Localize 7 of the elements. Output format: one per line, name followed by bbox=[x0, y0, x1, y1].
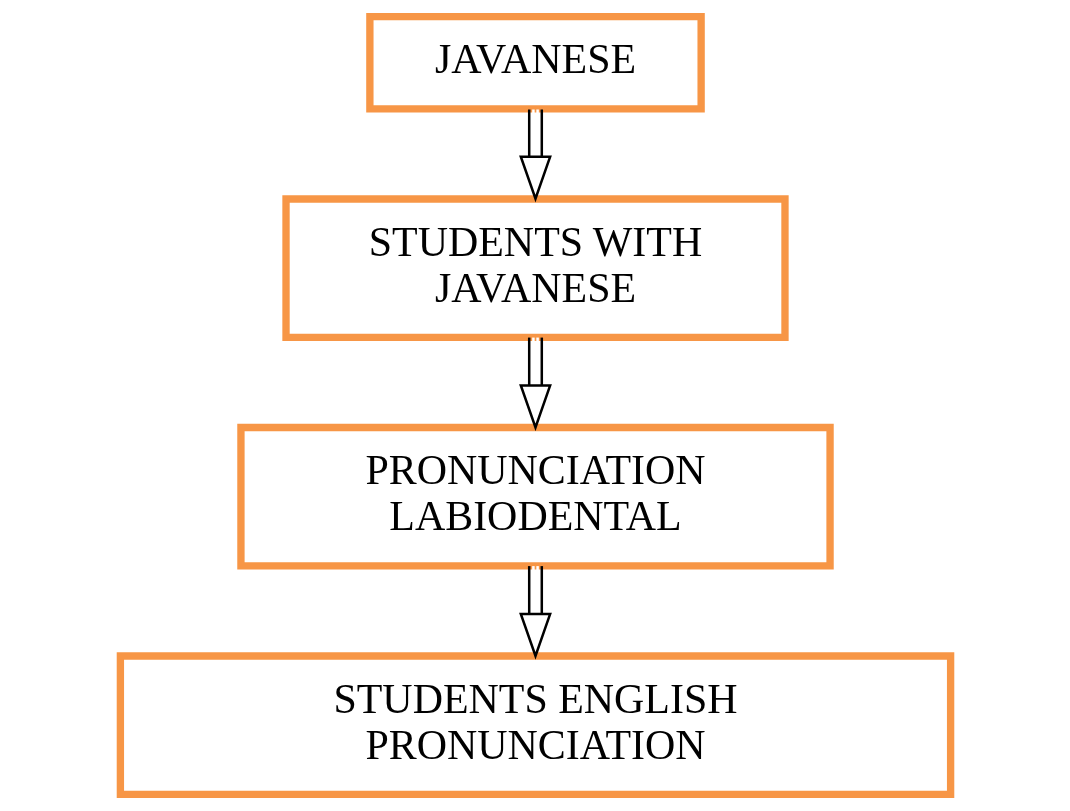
node-box: STUDENTS WITH JAVANESE bbox=[281, 195, 789, 342]
arrow bbox=[518, 566, 552, 660]
arrow bbox=[518, 109, 552, 203]
node-box: PRONUNCIATION LABIODENTAL bbox=[236, 423, 834, 570]
node-box: JAVANESE bbox=[365, 12, 705, 113]
arrow bbox=[518, 337, 552, 432]
node-box: STUDENTS ENGLISH PRONUNCIATION bbox=[116, 652, 954, 799]
